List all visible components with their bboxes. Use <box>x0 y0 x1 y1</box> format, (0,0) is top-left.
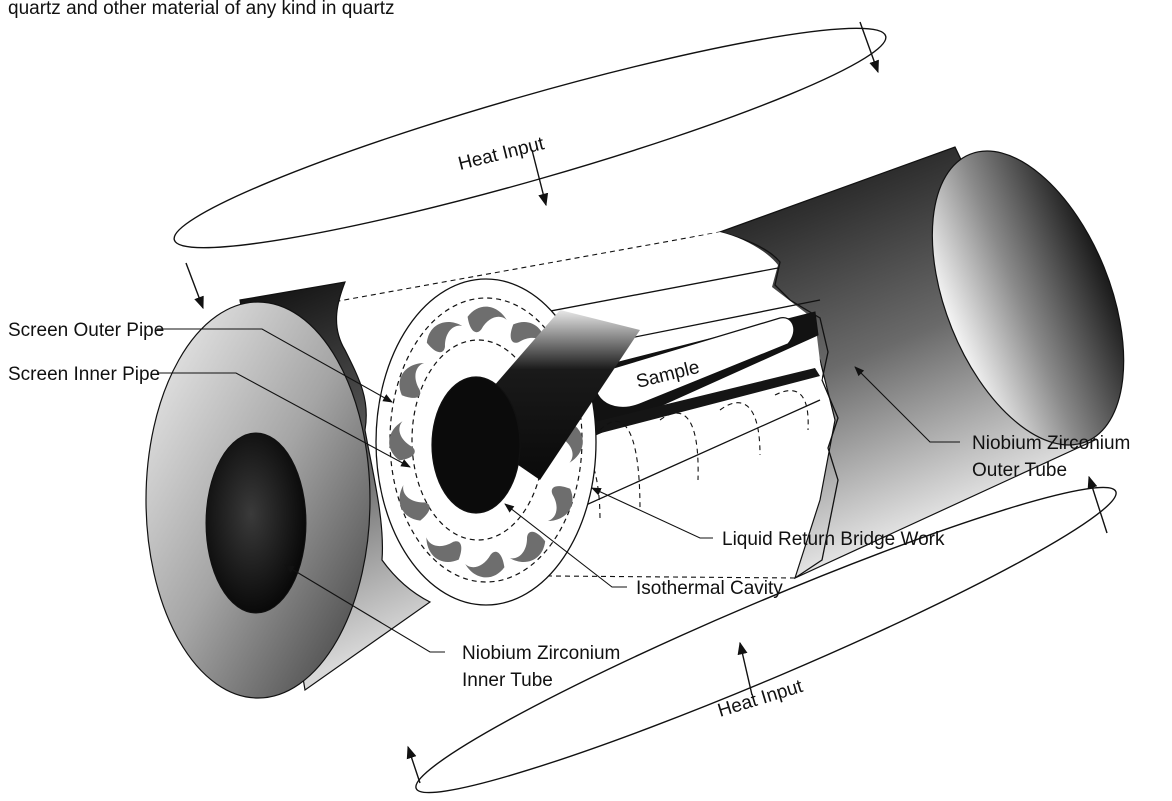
wick-slot <box>510 322 546 347</box>
wick-slot <box>465 551 505 578</box>
inner-tube-bore <box>205 432 307 614</box>
wick-slot <box>426 537 462 562</box>
screen-outer-pipe-label: Screen Outer Pipe <box>8 320 164 341</box>
outer-tube-hidden-outline <box>299 231 796 579</box>
wick-slot <box>399 485 430 521</box>
liquid-return-label: Liquid Return Bridge Work <box>722 529 945 550</box>
screen-inner-pipe-label: Screen Inner Pipe <box>8 364 160 385</box>
wick-slot <box>547 486 573 522</box>
heat-arrows-top <box>185 21 879 310</box>
isothermal-cavity <box>431 376 521 514</box>
wick-slot <box>509 531 546 562</box>
callout-lines <box>157 328 960 653</box>
wick-slot <box>467 306 507 333</box>
heat-input-ring-bottom <box>415 486 1117 794</box>
heat-input-ring-top <box>173 27 887 249</box>
isothermal-cavity-label: Isothermal Cavity <box>636 578 783 599</box>
heat-arrows-bottom <box>406 475 1108 784</box>
caption-fragment: quartz and other material of any kind in… <box>8 0 395 19</box>
heat-input-top-label: Heat Input <box>456 133 547 175</box>
inner-tube-label-line1: Niobium Zirconium <box>462 643 620 664</box>
outer-tube-cut-edge <box>719 231 839 579</box>
inner-tube-label-line2: Inner Tube <box>462 670 553 691</box>
wick-slot <box>426 322 463 353</box>
wick-slot <box>399 362 425 398</box>
outer-tube-label-line1: Niobium Zirconium <box>972 433 1130 454</box>
outer-tube-label-line2: Outer Tube <box>972 460 1067 481</box>
wick-slot <box>389 421 415 461</box>
outer-tube-end-cap <box>931 150 1125 446</box>
